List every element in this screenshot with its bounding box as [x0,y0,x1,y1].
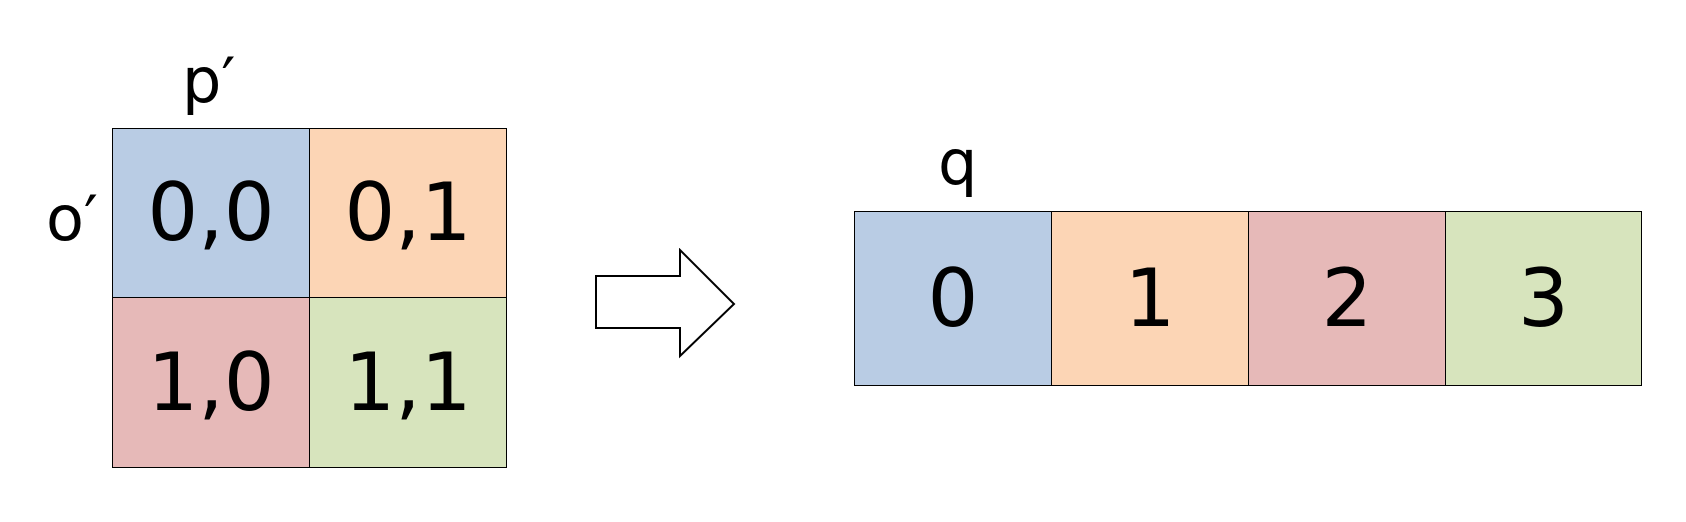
matrix-row-label: o′ [46,182,99,255]
vector-cell-1: 1 [1051,211,1249,386]
right-block-arrow-icon [595,248,736,359]
matrix-cell-text: 1,1 [344,335,472,429]
matrix-cell-text: 0,0 [147,166,275,259]
matrix-cell-0-1: 0,1 [309,128,507,298]
vector-cell-text: 0 [927,251,979,345]
matrix-cell-text: 1,0 [147,335,275,429]
matrix-cell-0-0: 0,0 [112,128,310,298]
matrix-cell-1-0: 1,0 [112,297,310,468]
matrix-cell-text: 0,1 [344,166,472,259]
arrow-shape [595,248,736,359]
vector-cell-text: 1 [1124,251,1176,345]
vector-cell-2: 2 [1248,211,1446,386]
vector-cell-0: 0 [854,211,1052,386]
vector-cell-text: 2 [1321,251,1373,345]
vector-cell-text: 3 [1518,251,1569,345]
vector-cell-3: 3 [1445,211,1642,386]
matrix-column-label: p′ [182,44,236,117]
matrix-cell-1-1: 1,1 [309,297,507,468]
vector-label: q [938,126,978,199]
